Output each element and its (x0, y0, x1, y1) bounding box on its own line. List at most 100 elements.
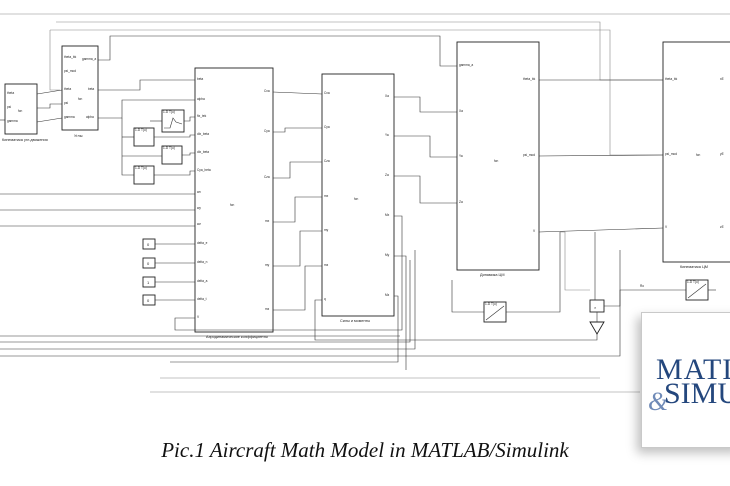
svg-text:fcn: fcn (696, 153, 700, 157)
logo-line-matlab: MATLAB (656, 353, 730, 386)
block-cm-kinematics[interactable]: theta_bk psi_mod V xE yE zE fcn Кинемати… (662, 41, 730, 269)
svg-text:gamma_a: gamma_a (82, 57, 96, 61)
svg-text:0: 0 (147, 298, 150, 303)
svg-text:Za: Za (459, 200, 463, 204)
svg-text:zE: zE (720, 225, 724, 229)
logo-ampersand: & (648, 387, 669, 416)
svg-text:V: V (533, 229, 536, 233)
svg-text:psi_mod: psi_mod (523, 153, 535, 157)
svg-text:mz: mz (324, 263, 329, 267)
svg-text:mx: mx (265, 219, 270, 223)
forces-title: Силы и моменты (340, 319, 370, 323)
svg-text:alpha: alpha (86, 115, 94, 119)
svg-text:1-D T(u): 1-D T(u) (135, 166, 147, 170)
svg-text:1-D T(u): 1-D T(u) (687, 280, 699, 284)
svg-text:1-D T(u): 1-D T(u) (485, 302, 497, 306)
figure-caption: Pic.1 Aircraft Math Model in MATLAB/Simu… (161, 438, 569, 462)
dynamics-title: Динамика ЦМ (480, 273, 505, 277)
svg-text:Cya: Cya (264, 129, 270, 133)
svg-text:yE: yE (720, 152, 724, 156)
rho-label: Ro (640, 284, 644, 288)
svg-text:delta_a: delta_a (197, 279, 208, 283)
block-angles[interactable]: theta_bk psi_mod theta psi gamma gamma_a… (61, 45, 99, 138)
svg-text:1-D T(u): 1-D T(u) (135, 128, 147, 132)
svg-text:theta: theta (7, 91, 14, 95)
svg-text:alpha: alpha (197, 97, 205, 101)
svg-text:fcn: fcn (494, 159, 498, 163)
svg-text:delta_e: delta_e (197, 241, 208, 245)
gain-block[interactable] (589, 321, 605, 335)
svg-text:wx: wx (197, 190, 201, 194)
svg-text:gamma: gamma (64, 115, 75, 119)
svg-text:dlx_beta: dlx_beta (197, 132, 209, 136)
svg-text:Xa: Xa (459, 109, 463, 113)
svg-text:my: my (324, 228, 329, 232)
svg-text:1-D T(u): 1-D T(u) (163, 146, 175, 150)
svg-text:theta_bk: theta_bk (665, 77, 678, 81)
svg-text:theta_bk: theta_bk (523, 77, 536, 81)
svg-text:fcn: fcn (354, 197, 358, 201)
svg-text:psi: psi (64, 101, 68, 105)
svg-text:xE: xE (720, 77, 724, 81)
svg-text:my: my (265, 263, 270, 267)
svg-text:Cxa: Cxa (324, 91, 330, 95)
svg-text:Xa: Xa (385, 94, 389, 98)
svg-text:psi_mod: psi_mod (64, 69, 76, 73)
svg-text:Cya: Cya (324, 125, 330, 129)
lookup-table-1[interactable]: 1-D T(u) (161, 109, 185, 133)
svg-text:V: V (197, 315, 200, 319)
svg-text:Cza: Cza (264, 175, 270, 179)
svg-text:Za: Za (385, 173, 389, 177)
svg-text:1: 1 (147, 280, 150, 285)
lookup-table-6[interactable]: 1-D T(u) (685, 279, 709, 301)
svg-text:fcn: fcn (18, 109, 22, 113)
svg-text:delta_n: delta_n (197, 260, 208, 264)
product-block[interactable]: × (589, 299, 605, 313)
svg-text:1-D T(u): 1-D T(u) (163, 110, 175, 114)
block-dynamics-cm[interactable]: gamma_a Xa Ya Za theta_bk psi_mod V fcn … (456, 41, 540, 277)
simulink-diagram: theta psi gamma fcn Кинематика угл.движе… (0, 13, 730, 393)
svg-text:beta: beta (197, 77, 203, 81)
svg-text:psi_mod: psi_mod (665, 152, 677, 156)
svg-text:My: My (385, 253, 390, 257)
block-aero-coefficients[interactable]: beta alpha fix_tek dlx_beta dlx_beta Cya… (194, 67, 274, 339)
constant-delta-e[interactable]: 0 (142, 238, 156, 250)
block-kinematics-angular[interactable]: theta psi gamma fcn Кинематика угл.движе… (2, 83, 48, 142)
logo-line-simulink: SIMULINK (664, 377, 730, 410)
lookup-table-5[interactable]: 1-D T(u) (483, 301, 507, 323)
cm-kinematics-title: Кинематика ЦМ (680, 265, 708, 269)
svg-text:fcn: fcn (78, 97, 82, 101)
svg-text:fix_tek: fix_tek (197, 114, 207, 118)
svg-text:fcn: fcn (230, 203, 234, 207)
block-forces-moments[interactable]: Cxa Cya Cza mx my mz q Xa Ya Za Mx My Mz… (321, 73, 395, 323)
kinematics-angular-title: Кинематика угл.движения (2, 138, 48, 142)
angles-title: Углы (74, 134, 83, 138)
constant-delta-a[interactable]: 1 (142, 276, 156, 288)
constant-delta-t[interactable]: 0 (142, 294, 156, 306)
svg-text:Mx: Mx (385, 213, 390, 217)
svg-text:gamma_a: gamma_a (459, 63, 473, 67)
constant-delta-n[interactable]: 0 (142, 257, 156, 269)
svg-text:×: × (594, 305, 597, 310)
svg-text:Ya: Ya (385, 133, 389, 137)
svg-text:Cya_beta: Cya_beta (197, 168, 211, 172)
lookup-table-3[interactable]: 1-D T(u) (161, 145, 183, 165)
svg-text:Ya: Ya (459, 154, 463, 158)
matlab-simulink-logo: MATLAB & SIMULINK (641, 312, 730, 448)
svg-text:gamma: gamma (7, 119, 18, 123)
lookup-table-4[interactable]: 1-D T(u) (133, 165, 155, 185)
svg-text:wy: wy (197, 206, 201, 210)
svg-text:psi: psi (7, 105, 11, 109)
svg-text:Mz: Mz (385, 293, 390, 297)
svg-text:Cxa: Cxa (264, 89, 270, 93)
svg-text:theta: theta (64, 87, 71, 91)
svg-text:0: 0 (147, 242, 150, 247)
svg-text:mx: mx (324, 194, 329, 198)
svg-text:mz: mz (265, 307, 270, 311)
svg-text:q: q (324, 297, 326, 301)
lookup-table-2[interactable]: 1-D T(u) (133, 127, 155, 147)
svg-text:0: 0 (147, 261, 150, 266)
svg-text:dlx_beta: dlx_beta (197, 150, 209, 154)
svg-text:delta_t: delta_t (197, 297, 207, 301)
svg-text:Cza: Cza (324, 159, 330, 163)
